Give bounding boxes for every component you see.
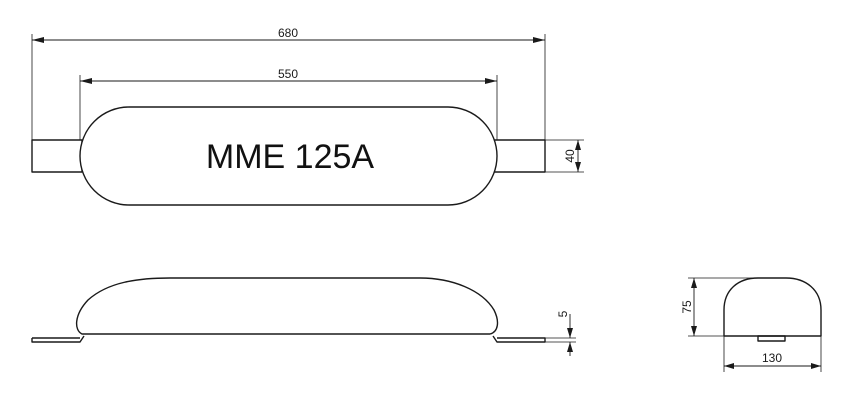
part-label: MME 125A xyxy=(206,138,374,176)
dimension-body-length: 550 xyxy=(79,67,498,140)
right-tab-side-view xyxy=(492,335,546,343)
end-view xyxy=(723,277,822,342)
anode-body-side-view xyxy=(75,277,499,335)
body-width-value: 130 xyxy=(762,351,782,365)
body-length-value: 550 xyxy=(278,67,298,81)
body-height-value: 75 xyxy=(680,300,694,314)
top-view: MME 125A xyxy=(31,106,546,206)
tab-thickness-value: 5 xyxy=(556,310,570,317)
anode-body-end-view xyxy=(723,277,822,337)
right-tab-top-view xyxy=(491,139,546,173)
overall-length-value: 680 xyxy=(278,26,298,40)
dimension-overall-length: 680 xyxy=(31,26,546,140)
dimension-body-height: 75 xyxy=(680,277,758,337)
tab-height-value: 40 xyxy=(563,149,577,163)
side-view xyxy=(31,277,546,343)
dimension-body-width: 130 xyxy=(723,336,822,372)
anode-body-top-view xyxy=(79,106,498,206)
left-tab-top-view xyxy=(31,139,83,173)
strap-end-view xyxy=(757,335,786,342)
left-tab-side-view xyxy=(31,335,85,343)
dimension-tab-thickness: 5 xyxy=(545,310,576,356)
dimension-tab-height: 40 xyxy=(545,139,584,173)
